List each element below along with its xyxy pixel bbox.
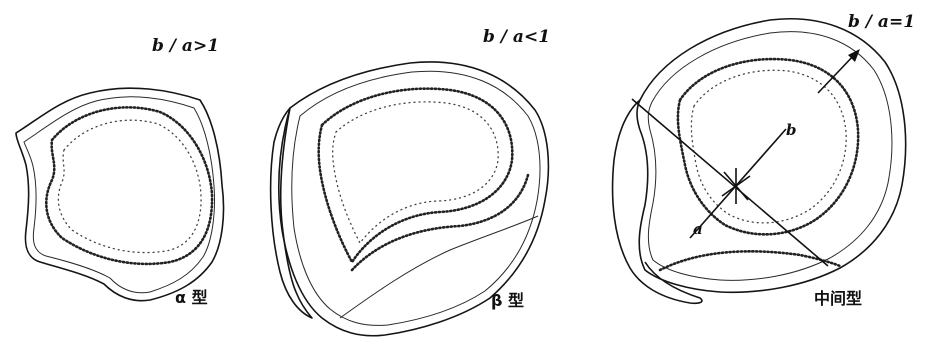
axis-b-label: b (786, 121, 797, 139)
alpha-caption: α 型 (175, 288, 208, 307)
intermediate-caption: 中间型 (814, 289, 862, 308)
beta-inner-outline (292, 71, 540, 325)
beta-caption: β 型 (491, 291, 524, 310)
alpha-ratio-label: b / a>1 (152, 36, 219, 56)
alpha-type-figure: b / a>1 α 型 (16, 36, 224, 307)
axis-a-line (632, 99, 828, 266)
axis-b-line-upper (818, 53, 856, 93)
axis-intersection-mark (722, 168, 750, 204)
axis-b-line (690, 129, 786, 238)
intermediate-left-lobe (613, 100, 702, 303)
alpha-inner-outline (24, 97, 215, 293)
intermediate-core-ring (691, 70, 846, 223)
intermediate-growth-ring (678, 59, 858, 234)
beta-ratio-label: b / a<1 (483, 27, 550, 47)
beta-growth-ring (319, 89, 513, 262)
alpha-growth-ring (46, 107, 212, 264)
beta-outer-ring (352, 175, 528, 270)
beta-type-figure: b / a<1 β 型 (271, 27, 550, 336)
intermediate-type-figure: a b b / a=1 中间型 (613, 12, 915, 308)
alpha-core-ring (58, 120, 201, 252)
intermediate-ratio-label: b / a=1 (848, 12, 915, 32)
beta-left-lobe (271, 108, 312, 318)
beta-core-ring (333, 102, 498, 243)
axis-a-label: a (693, 220, 703, 238)
